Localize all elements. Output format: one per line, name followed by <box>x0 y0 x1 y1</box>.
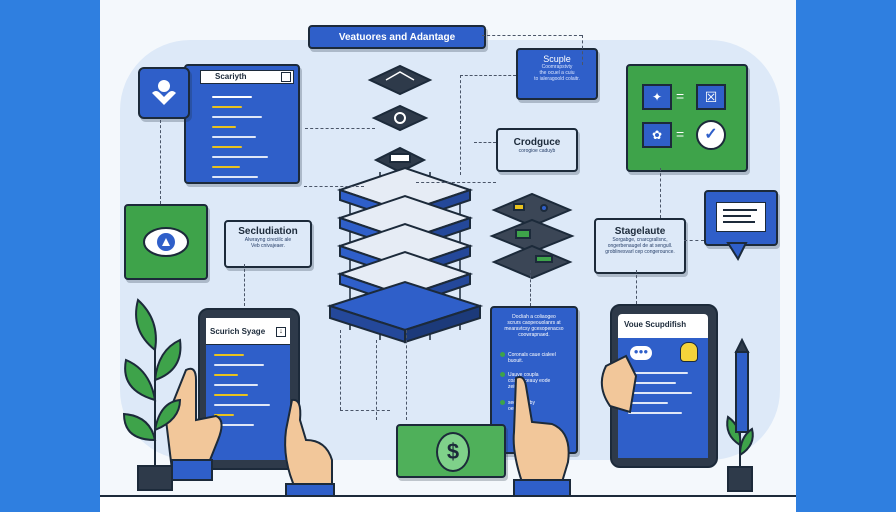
stagelaute-card: Stagelaute Sorgabge, cnarcgrallsnc, onge… <box>594 218 686 274</box>
search-label: Scariyth <box>215 72 247 81</box>
box-x-icon: ☒ <box>696 84 726 110</box>
connector <box>530 270 531 306</box>
right-plant-icon <box>726 415 754 492</box>
scuple-card: Scuple Coomrapstvty the ocuel a cuiu to … <box>516 48 598 100</box>
connector <box>244 264 245 306</box>
scuple-body: Coomrapstvty the ocuel a cuiu to ialerag… <box>534 64 580 82</box>
download-icon: ↓ <box>281 72 291 82</box>
stagelaute-title: Stagelaute <box>614 226 666 237</box>
check-circle-icon: ✓ <box>696 120 726 150</box>
connector <box>482 35 582 36</box>
left-plant-icon <box>122 298 182 491</box>
radio-icon-1 <box>500 352 505 357</box>
dollar-bill: $ <box>396 424 506 478</box>
connector <box>340 410 390 411</box>
secludiation-body: Alwrayng cireciilc ale Veb cnivajeaer. <box>244 237 292 249</box>
radio-icon-2 <box>500 372 505 377</box>
option-icon-b[interactable]: ✿ <box>642 122 672 148</box>
secludiation-title: Secludiation <box>238 226 298 237</box>
chat-bubble-icon: ●●● <box>630 346 652 360</box>
connector <box>684 240 704 241</box>
crodguce-card: Crodguce corogioe caduyb <box>496 128 578 172</box>
left-phone-title: Scurich Syage <box>210 327 266 336</box>
connector <box>474 142 496 143</box>
dollar-symbol: $ <box>446 439 460 464</box>
connector <box>660 168 661 218</box>
eye-icon <box>143 227 189 257</box>
center-item-1[interactable]: Coronals caue cialeel buouit. <box>500 352 572 364</box>
equals-icon-a: = <box>676 88 685 104</box>
crodguce-title: Crodguce <box>513 137 561 148</box>
connector <box>304 186 364 187</box>
connector <box>406 330 407 420</box>
illustration-canvas: Veatuores and Adantage Scariyth ↓ Scuple… <box>100 0 796 512</box>
eye-badge <box>124 204 208 280</box>
speech-bubble <box>704 190 778 246</box>
search-panel: Scariyth ↓ <box>184 64 300 184</box>
floor <box>100 495 796 512</box>
scuple-title: Scuple <box>543 54 571 64</box>
search-bar[interactable]: Scariyth ↓ <box>200 70 294 84</box>
connector <box>305 128 375 129</box>
equals-icon-b: = <box>676 126 685 142</box>
left-phone-download-icon: ↓ <box>276 327 286 337</box>
tile-stack-icon <box>489 192 575 280</box>
connector <box>460 75 516 76</box>
radio-icon-3 <box>500 400 505 405</box>
lightbulb-icon <box>680 342 698 362</box>
connector <box>582 35 583 65</box>
center-card-header: Docliah a coliaogeo scrurs caopeouolanrs… <box>504 314 564 338</box>
stagelaute-body: Sorgabge, cnarcgrallsnc, ongerbenaugel d… <box>605 237 675 255</box>
speech-tail-icon <box>726 242 748 262</box>
connector <box>460 75 461 175</box>
crodguce-body: corogioe caduyb <box>518 148 556 154</box>
heart-person-icon <box>152 80 176 105</box>
heart-badge <box>138 67 190 119</box>
server-stack-icon <box>326 64 484 344</box>
connector <box>636 270 637 304</box>
option-icon-a[interactable]: ✦ <box>642 84 672 110</box>
left-phone-header: Scurich Syage ↓ <box>206 318 290 345</box>
title-text: Veatuores and Adantage <box>338 31 456 43</box>
right-phone-title: Voue Scupdifish <box>624 320 687 329</box>
connector <box>376 340 377 420</box>
connector <box>340 330 341 410</box>
pointing-hand-icon <box>512 376 571 512</box>
check-card: ✦ = ☒ ✿ = ✓ <box>626 64 748 172</box>
secludiation-card: Secludiation Alwrayng cireciilc ale Veb … <box>224 220 312 268</box>
connector <box>160 120 161 204</box>
connector <box>416 182 496 183</box>
title-banner: Veatuores and Adantage <box>308 25 486 49</box>
pencil-icon <box>734 337 750 433</box>
phone-hand-icon <box>600 354 638 414</box>
